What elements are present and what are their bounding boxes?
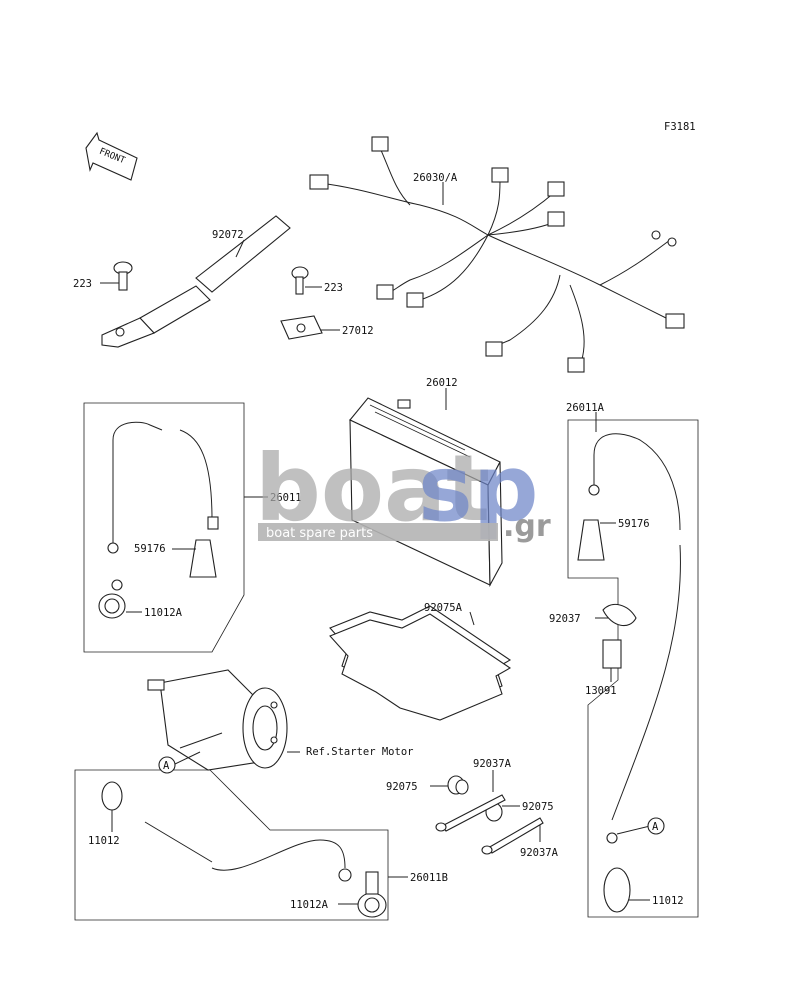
part-label: 11012 [652,895,684,907]
part-label: 92037 [549,613,581,625]
callout-a-left: A [158,756,176,774]
grommet-upper-drawing [447,775,469,795]
leader-lines [100,182,651,905]
cable-26011b-group [74,769,389,921]
svg-text:A: A [163,760,170,772]
part-label: 92072 [212,229,244,241]
watermark-suffix: .gr [503,509,551,544]
reference-note: Ref.Starter Motor [306,746,413,758]
part-label: 26011A [566,402,605,414]
clamp-upper-drawing [435,794,506,832]
cable-26011-group [83,402,245,653]
svg-text:A: A [652,821,659,833]
part-label: 26011 [270,492,302,504]
bracket-drawing [280,315,323,340]
watermark-logo: boat sp .gr boat spare parts [255,435,551,544]
part-label: 27012 [342,325,374,337]
wire-harness-drawing [309,136,685,373]
part-label: 11012 [88,835,120,847]
part-label: 223 [73,278,92,290]
part-label: 92075 [386,781,418,793]
battery-mat-drawing [329,605,512,721]
screw-right-drawing [291,266,309,295]
part-label: 92037A [520,847,559,859]
watermark-tagline: boat spare parts [266,526,373,541]
callout-a-right: A [647,817,665,835]
cable-26011a-group [567,419,699,918]
part-label: 59176 [618,518,650,530]
part-label: 26012 [426,377,458,389]
part-label: 11012A [144,607,183,619]
screw-left-drawing [113,261,133,291]
part-label: 26030/A [413,172,458,184]
front-arrow-icon: FRONT [85,131,138,181]
part-label: 59176 [134,543,166,555]
part-label: 223 [324,282,343,294]
battery-strap-drawing [101,215,291,348]
part-label: 11012A [290,899,329,911]
part-label: 26011B [410,872,448,884]
starter-motor-drawing [147,669,288,771]
part-label: 13091 [585,685,617,697]
part-label: 92037A [473,758,512,770]
clamp-lower-drawing [481,817,544,855]
part-label: 92075A [424,602,463,614]
part-label: 92075 [522,801,554,813]
figure-code: F3181 [664,121,696,133]
